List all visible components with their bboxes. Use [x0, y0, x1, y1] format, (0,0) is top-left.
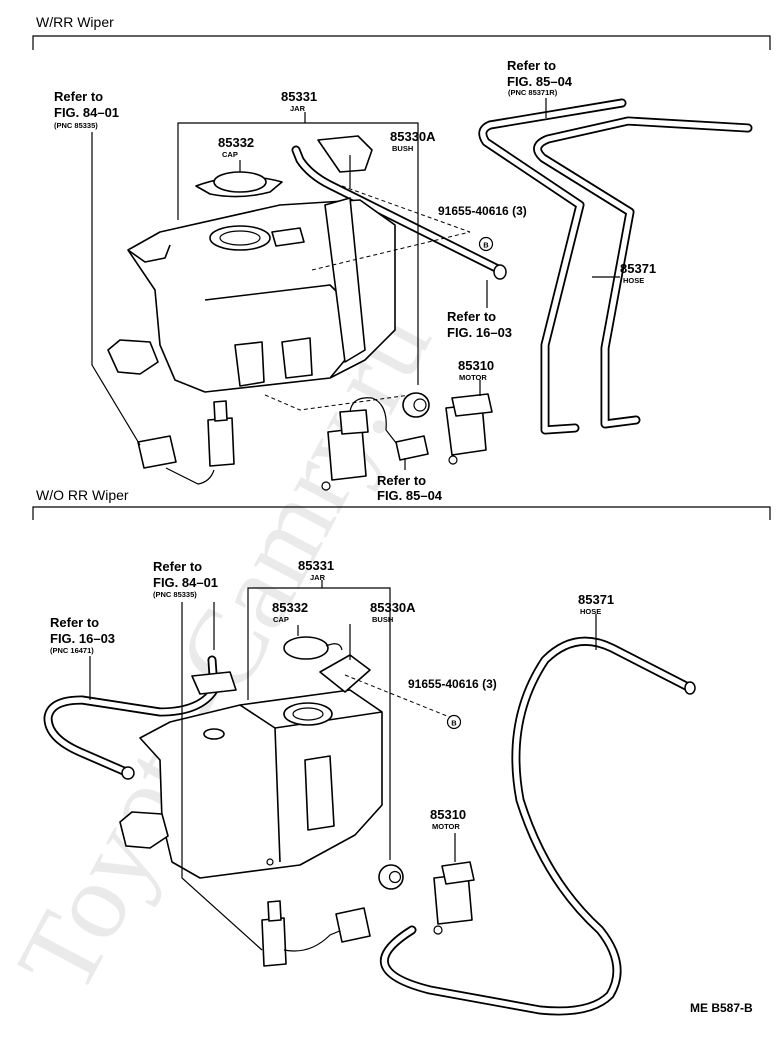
callout-b-bottom-label: B: [451, 719, 457, 728]
motor-top-center: [321, 397, 429, 491]
top-ref-8401-pnc: (PNC 85335): [54, 121, 98, 130]
top-bush-number: 85330A: [390, 129, 436, 144]
top-ref-1603-line2: FIG. 16–03: [447, 325, 512, 340]
top-bolt-number: 91655-40616 (3): [438, 204, 527, 218]
top-motor-name: MOTOR: [459, 373, 487, 382]
top-ref-8504-pnc: (PNC 85371R): [508, 88, 558, 97]
bottom-jar-name: JAR: [310, 573, 326, 582]
bottom-ref-1603-pnc: (PNC 16471): [50, 646, 94, 655]
callout-b-bottom: [446, 714, 462, 730]
bottom-bolt-number: 91655-40616 (3): [408, 677, 497, 691]
top-hose-number: 85371: [620, 261, 656, 276]
jar-top: [107, 197, 396, 393]
bottom-ref-8401-line1: Refer to: [153, 559, 202, 574]
top-jar-number: 85331: [281, 89, 317, 104]
rear-hose-top: [478, 98, 753, 435]
cap-bottom: [283, 636, 343, 660]
motor-bottom: [433, 861, 475, 935]
bottom-bush-number: 85330A: [370, 600, 416, 615]
top-ref-8504b-line1: Refer to: [377, 473, 426, 488]
bottom-motor-number: 85310: [430, 807, 466, 822]
bottom-ref-1603-line1: Refer to: [50, 615, 99, 630]
bottom-ref-1603-line2: FIG. 16–03: [50, 631, 115, 646]
top-cap-name: CAP: [222, 150, 238, 159]
bottom-jar-number: 85331: [298, 558, 334, 573]
section-title-top: W/RR Wiper: [36, 14, 114, 30]
section-bracket-top: [32, 35, 771, 50]
top-jar-name: JAR: [290, 104, 306, 113]
top-bush-name: BUSH: [392, 144, 413, 153]
top-cap-number: 85332: [218, 135, 254, 150]
feed-pipe-top: [291, 135, 507, 280]
top-motor-number: 85310: [458, 358, 494, 373]
jar-bottom: [119, 654, 383, 879]
level-sensor-bottom: [261, 900, 371, 967]
bottom-motor-name: MOTOR: [432, 822, 460, 831]
bottom-cap-number: 85332: [272, 600, 308, 615]
level-sensor-top: [137, 400, 235, 485]
feed-pipe-bottom: [43, 655, 237, 780]
bottom-cap-name: CAP: [273, 615, 289, 624]
bush-bottom: [378, 864, 404, 890]
bottom-bush-name: BUSH: [372, 615, 393, 624]
bush-top: [402, 392, 430, 418]
leaders-top: [91, 98, 620, 470]
top-ref-1603-line1: Refer to: [447, 309, 496, 324]
top-hose-name: HOSE: [623, 276, 644, 285]
bottom-hose-name: HOSE: [580, 607, 601, 616]
top-ref-8504-line1: Refer to: [507, 58, 556, 73]
motor-top-right: [445, 393, 493, 465]
section-bracket-bottom: [32, 506, 771, 520]
top-ref-8401-line1: Refer to: [54, 89, 103, 104]
section-title-bottom: W/O RR Wiper: [36, 487, 129, 503]
leaders-bottom: [89, 580, 597, 951]
top-ref-8504b-line2: FIG. 85–04: [377, 488, 443, 503]
top-ref-8504-line2: FIG. 85–04: [507, 74, 573, 89]
bottom-ref-8401-pnc: (PNC 85335): [153, 590, 197, 599]
bottom-ref-8401-line2: FIG. 84–01: [153, 575, 218, 590]
top-ref-8401-line2: FIG. 84–01: [54, 105, 119, 120]
bottom-hose-number: 85371: [578, 592, 614, 607]
callout-b-top: [478, 236, 494, 252]
callout-b-top-label: B: [483, 241, 489, 250]
cap-top: [195, 171, 283, 198]
hose-bottom: [379, 636, 696, 1016]
diagram-code: ME B587-B: [690, 1001, 753, 1015]
